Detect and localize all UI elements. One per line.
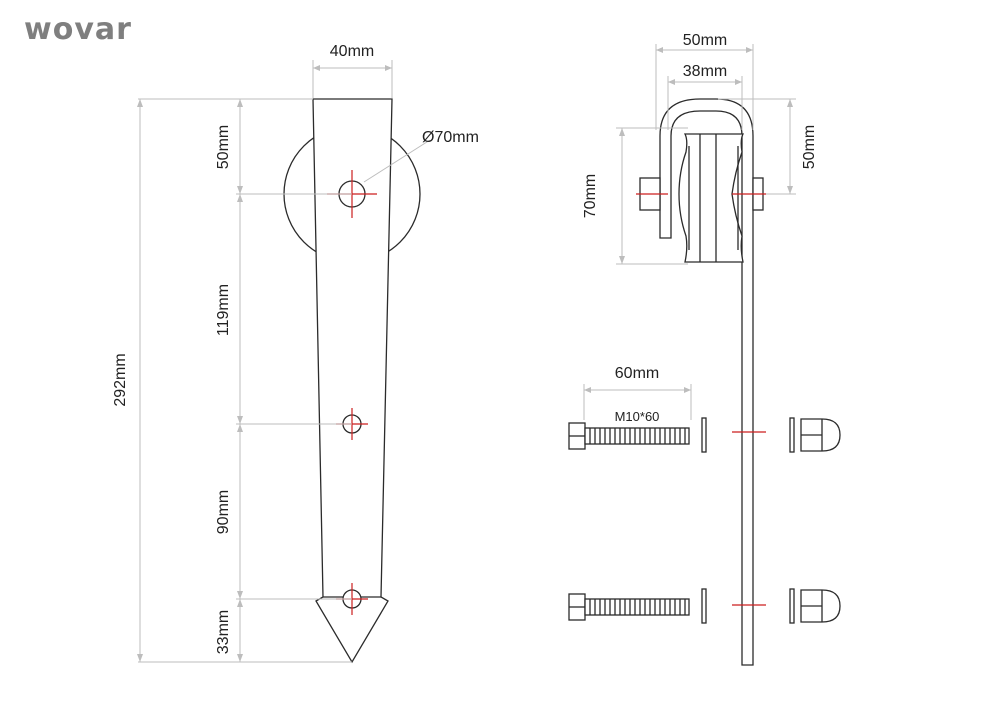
side-bracket-height-label: 50mm: [801, 125, 818, 169]
washer: [701, 417, 707, 453]
side-wheel: [678, 133, 745, 263]
side-inner-width-label: 38mm: [683, 63, 727, 80]
segment-tip-label: 33mm: [215, 610, 232, 654]
washer: [789, 588, 795, 624]
dimension-segments: 50mm 119mm 90mm 33mm: [215, 99, 243, 662]
washer: [789, 417, 795, 453]
bolt-set-2: [568, 588, 841, 624]
dimension-side-inner-width: 38mm: [667, 63, 743, 130]
wheel-diameter-label: Ø70mm: [422, 129, 479, 146]
bolt-spec-label: M10*60: [615, 409, 660, 424]
dimension-side-bracket-height: 50mm: [718, 98, 818, 195]
dimension-side-wheel-height: 70mm: [582, 127, 688, 265]
hanger-strap: [312, 98, 393, 664]
dimension-side-outer-width: 50mm: [655, 32, 754, 130]
dimension-bolt-length: 60mm M10*60: [583, 365, 692, 424]
bolt-set-1: [568, 417, 841, 453]
side-view: 50mm 38mm 70mm 50mm: [568, 32, 841, 666]
segment-lower-label: 90mm: [215, 490, 232, 534]
brand-logo: wovar: [24, 12, 132, 47]
bolt-shank: [584, 598, 690, 616]
hanger-width-label: 40mm: [330, 43, 374, 60]
overall-height-label: 292mm: [112, 353, 129, 406]
dimension-hanger-width: 40mm: [312, 43, 393, 98]
side-bracket-strap: [659, 98, 754, 666]
bolt-shank: [584, 427, 690, 445]
segment-top-label: 50mm: [215, 125, 232, 169]
washer: [701, 588, 707, 624]
dimension-overall-height: 292mm: [112, 99, 143, 662]
dimension-wheel-diameter: Ø70mm: [363, 129, 479, 183]
bolt-length-label: 60mm: [615, 365, 659, 382]
side-outer-width-label: 50mm: [683, 32, 727, 49]
segment-middle-label: 119mm: [215, 284, 232, 336]
side-wheel-height-label: 70mm: [582, 174, 599, 218]
front-view: 40mm Ø70mm 292mm: [112, 43, 479, 664]
